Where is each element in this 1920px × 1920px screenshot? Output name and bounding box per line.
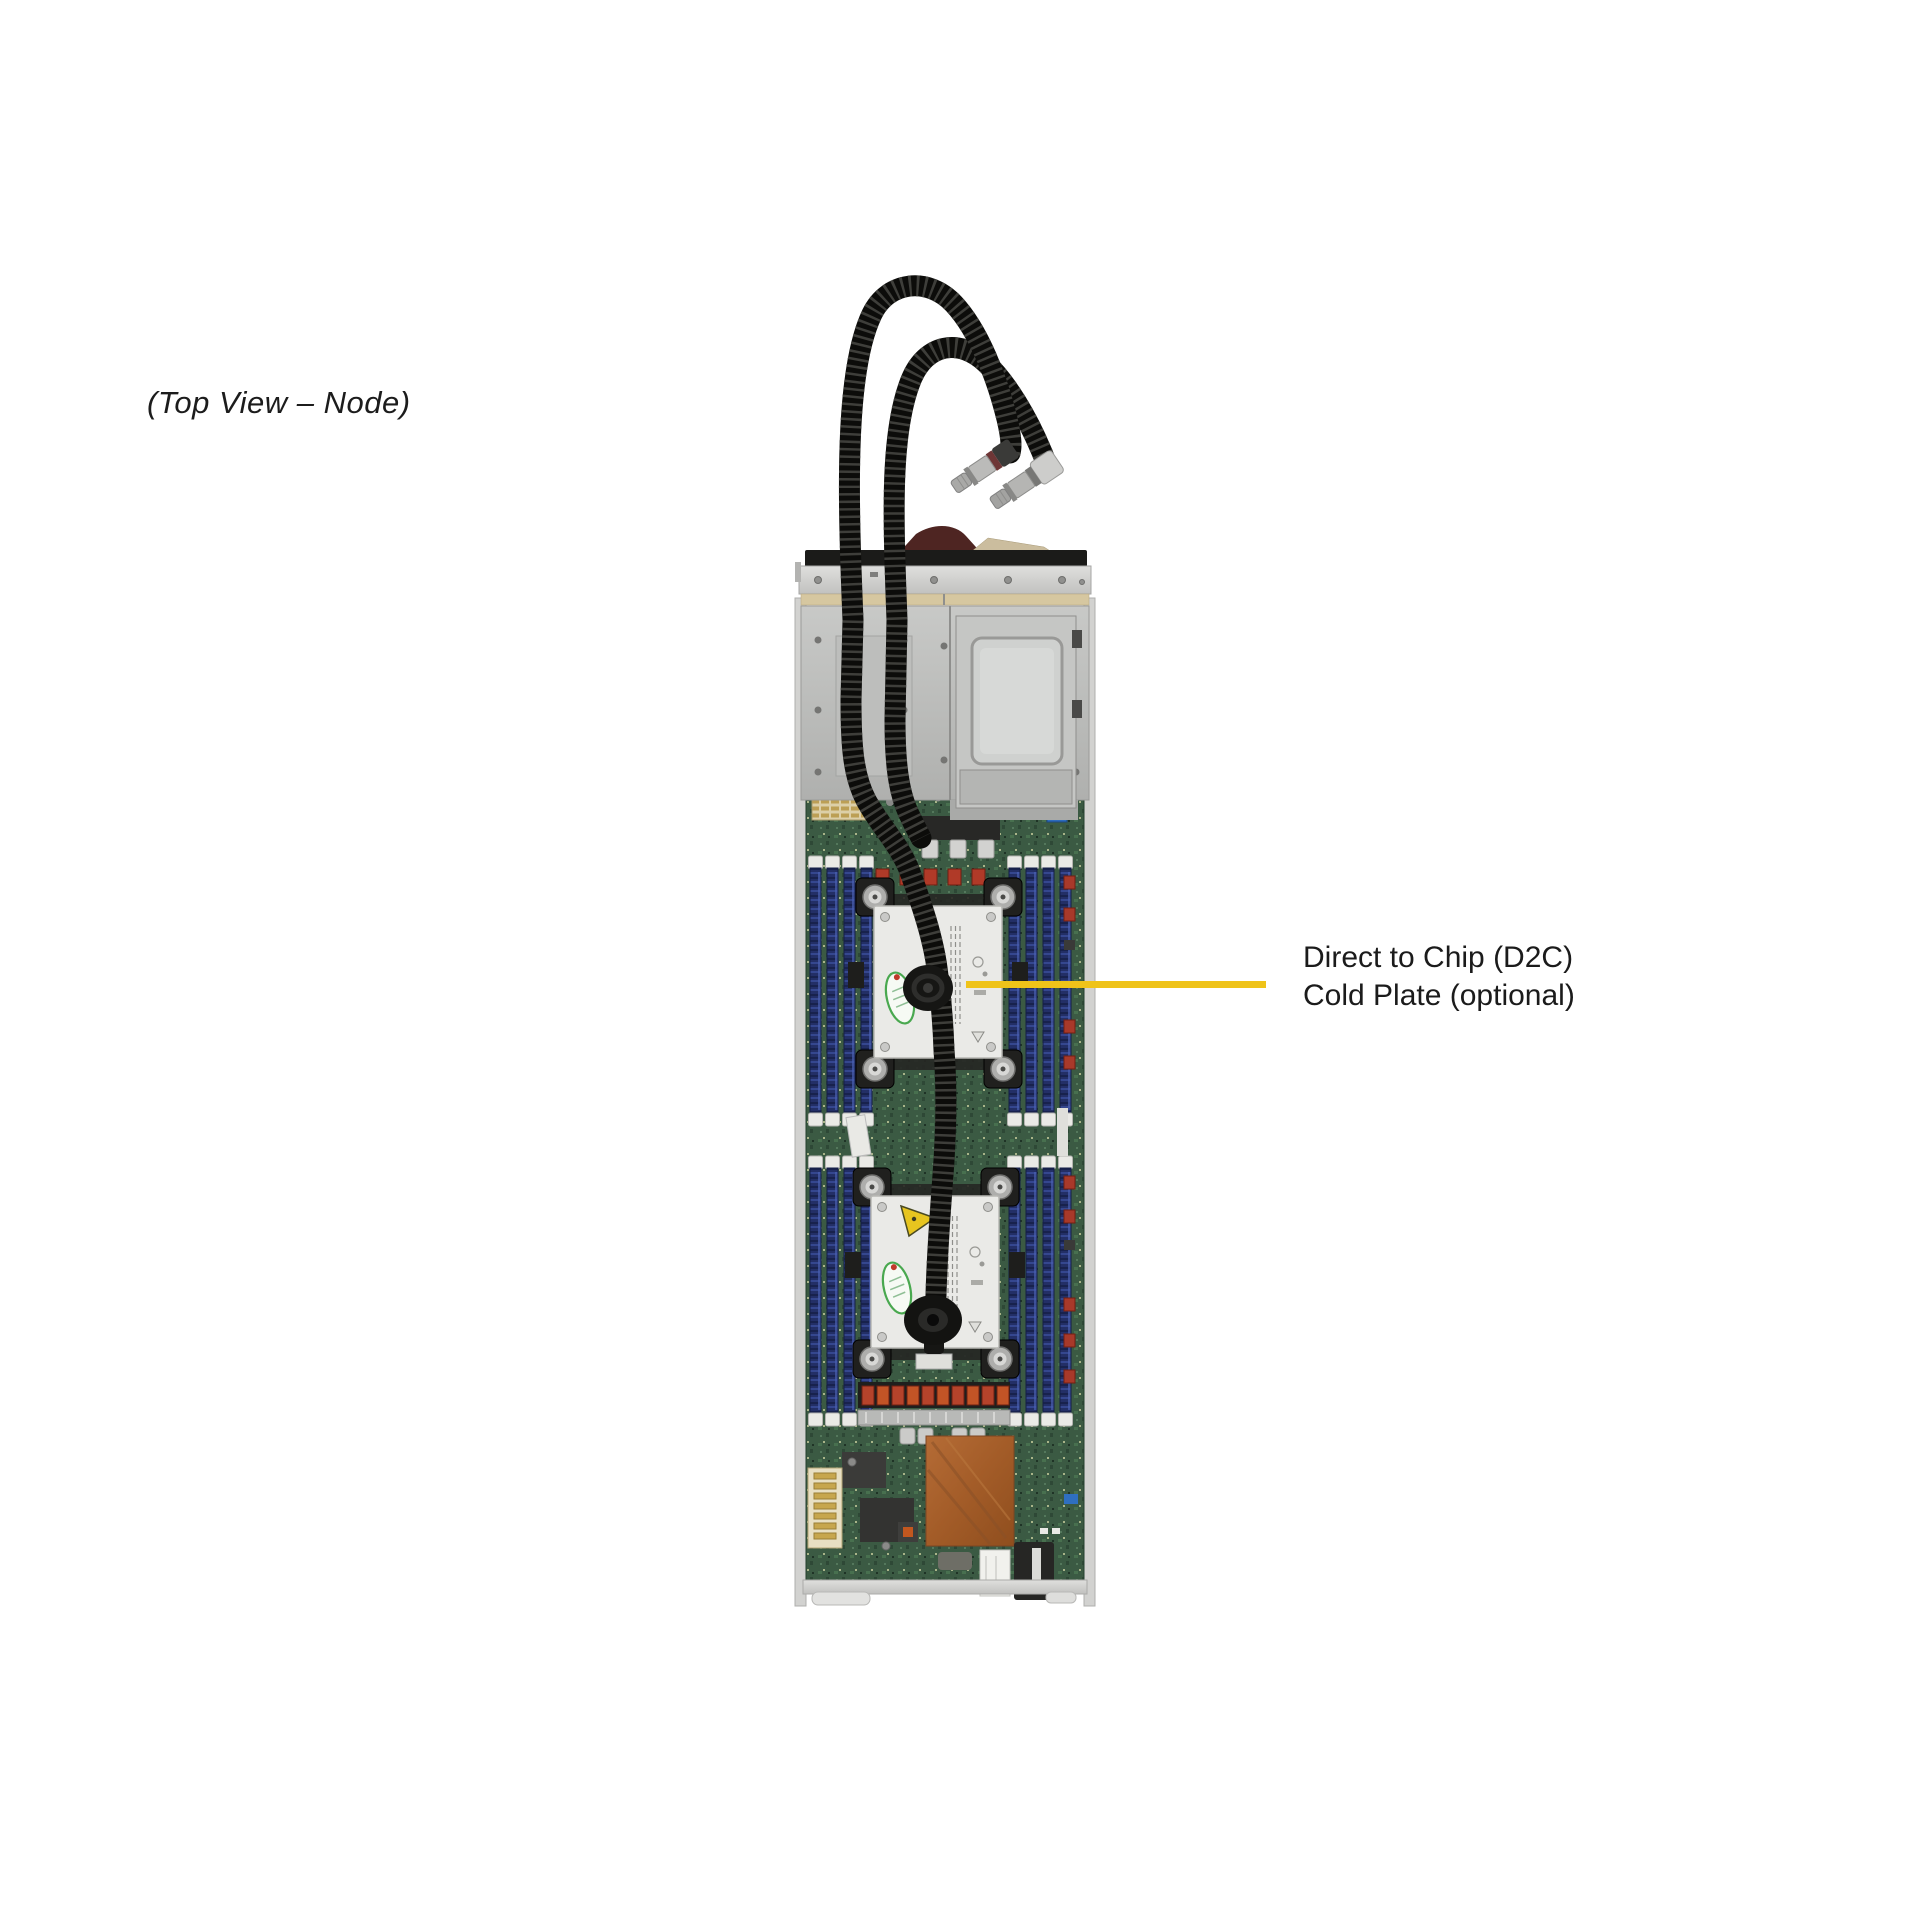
cpu1-tube-elbow xyxy=(903,965,953,1011)
cooling-tube-front xyxy=(838,275,1022,1327)
cpu2-tube-coil xyxy=(904,1295,962,1354)
chassis-bottom-edge xyxy=(802,1579,1088,1606)
callout-label: Direct to Chip (D2C) Cold Plate (optiona… xyxy=(1303,939,1575,1015)
callout-line xyxy=(966,981,1266,988)
quick-disconnect-fitting-rear xyxy=(989,450,1064,509)
gold-edge-connector xyxy=(807,1467,843,1549)
right-component-column xyxy=(1063,875,1076,1384)
drive-tray xyxy=(955,615,1082,809)
chassis-top-assembly xyxy=(795,525,1092,606)
board-label-stickers xyxy=(845,1108,1068,1158)
quick-disconnect-fitting-front xyxy=(950,439,1019,493)
cooling-tubes xyxy=(838,275,1057,1354)
warning-triangle-icon xyxy=(899,1204,937,1238)
callout-label-line1: Direct to Chip (D2C) xyxy=(1303,941,1574,974)
bottom-board-components xyxy=(807,1435,1078,1600)
view-label: (Top View – Node) xyxy=(147,385,411,420)
callout-label-line2: Cold Plate (optional) xyxy=(1303,979,1575,1012)
cooling-tube-rear xyxy=(883,337,1057,849)
